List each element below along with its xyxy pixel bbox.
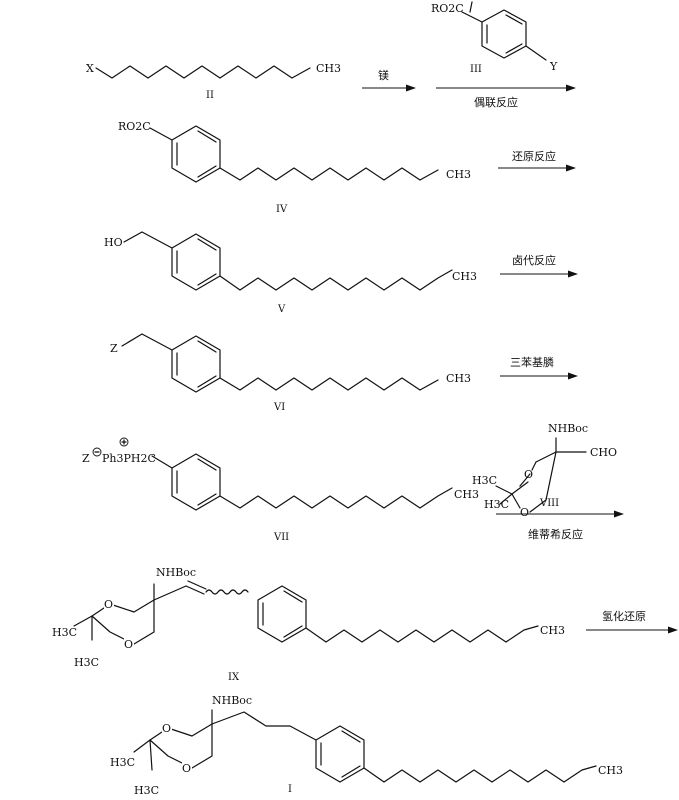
arrow-step7: 氢化还原 <box>586 609 678 634</box>
compound-II: X CH3 II <box>86 62 341 101</box>
compound-I: NHBoc O O H3C H3C CH3 I <box>110 694 623 797</box>
arrow-step1: 镁 <box>362 68 416 92</box>
step6-condition: 维蒂希反应 <box>528 527 583 541</box>
compound-V-label: V <box>277 304 286 315</box>
compound-VIII-o2: O <box>520 506 529 519</box>
compound-VIII-cho-label: CHO <box>590 446 617 459</box>
compound-IX-o1: O <box>104 598 113 611</box>
arrow-step2: 偶联反应 <box>436 84 576 109</box>
compound-IV: RO2C CH3 IV <box>118 120 471 215</box>
compound-IX-methyl1-label: H3C <box>52 626 77 639</box>
step4-reagent: 卤代反应 <box>512 253 556 267</box>
compound-IX-label: IX <box>228 672 240 683</box>
compound-VIII-nhboc-label: NHBoc <box>548 422 588 435</box>
compound-I-methyl1-label: H3C <box>110 756 135 769</box>
step1-reagent: 镁 <box>378 68 389 82</box>
compound-I-label: I <box>288 784 292 795</box>
compound-IX-o2: O <box>124 638 133 651</box>
compound-VII-label: VII <box>273 532 289 543</box>
compound-V-ch3-label: CH3 <box>452 270 477 283</box>
compound-VIII-label: VIII <box>539 498 559 509</box>
compound-VII-ch3-label: CH3 <box>454 488 479 501</box>
compound-VI-z-label: Z <box>110 342 118 355</box>
compound-I-methyl2-label: H3C <box>134 784 159 797</box>
compound-IX-nhboc-label: NHBoc <box>156 566 196 579</box>
step5-reagent: 三苯基膦 <box>510 355 554 369</box>
compound-VI-ch3-label: CH3 <box>446 372 471 385</box>
step3-reagent: 还原反应 <box>512 149 556 163</box>
compound-VII-positive-charge <box>119 437 129 447</box>
compound-II-x-label: X <box>86 62 94 75</box>
compound-IV-ch3-label: CH3 <box>446 168 471 181</box>
compound-I-o2: O <box>182 762 191 775</box>
step7-reagent: 氢化还原 <box>602 609 646 623</box>
compound-I-nhboc-label: NHBoc <box>212 694 252 707</box>
compound-VIII-methyl1-label: H3C <box>472 474 497 487</box>
compound-IV-label: IV <box>276 204 288 215</box>
compound-VI: Z CH3 VI <box>110 333 471 413</box>
arrow-step4: 卤代反应 <box>500 253 578 278</box>
compound-III: RO2C Y III <box>431 1 558 75</box>
compound-II-label: II <box>206 90 214 101</box>
compound-IX-ch3-label: CH3 <box>540 624 565 637</box>
step2-condition: 偶联反应 <box>474 95 518 109</box>
compound-V: HO CH3 V <box>104 231 477 315</box>
compound-III-ester-label: RO2C <box>431 2 464 15</box>
compound-II-ch3-label: CH3 <box>316 62 341 75</box>
compound-VII-negative-charge <box>92 447 102 457</box>
compound-III-y-label: Y <box>549 60 558 73</box>
compound-III-label: III <box>470 64 482 75</box>
compound-IX: NHBoc O O H3C H3C CH3 IX <box>52 566 565 683</box>
compound-I-o1: O <box>162 722 171 735</box>
compound-VII-phosphonium-label: Ph3PH2C <box>102 452 156 465</box>
arrow-step5: 三苯基膦 <box>500 355 578 380</box>
compound-VIII: NHBoc O O CHO H3C H3C VIII <box>472 422 617 519</box>
compound-I-ch3-label: CH3 <box>598 764 623 777</box>
compound-IV-ester-label: RO2C <box>118 120 151 133</box>
compound-VI-label: VI <box>273 402 285 413</box>
compound-VIII-methyl2-label: H3C <box>484 498 509 511</box>
compound-VII: Z Ph3PH2C CH3 VII <box>82 437 479 543</box>
compound-IX-methyl2-label: H3C <box>74 656 99 669</box>
compound-VIII-o1: O <box>524 468 533 481</box>
compound-V-hydroxy-label: HO <box>104 236 123 249</box>
arrow-step3: 还原反应 <box>498 149 576 172</box>
compound-VII-counterion-label: Z <box>82 452 90 465</box>
arrow-step6: 维蒂希反应 <box>496 510 624 541</box>
